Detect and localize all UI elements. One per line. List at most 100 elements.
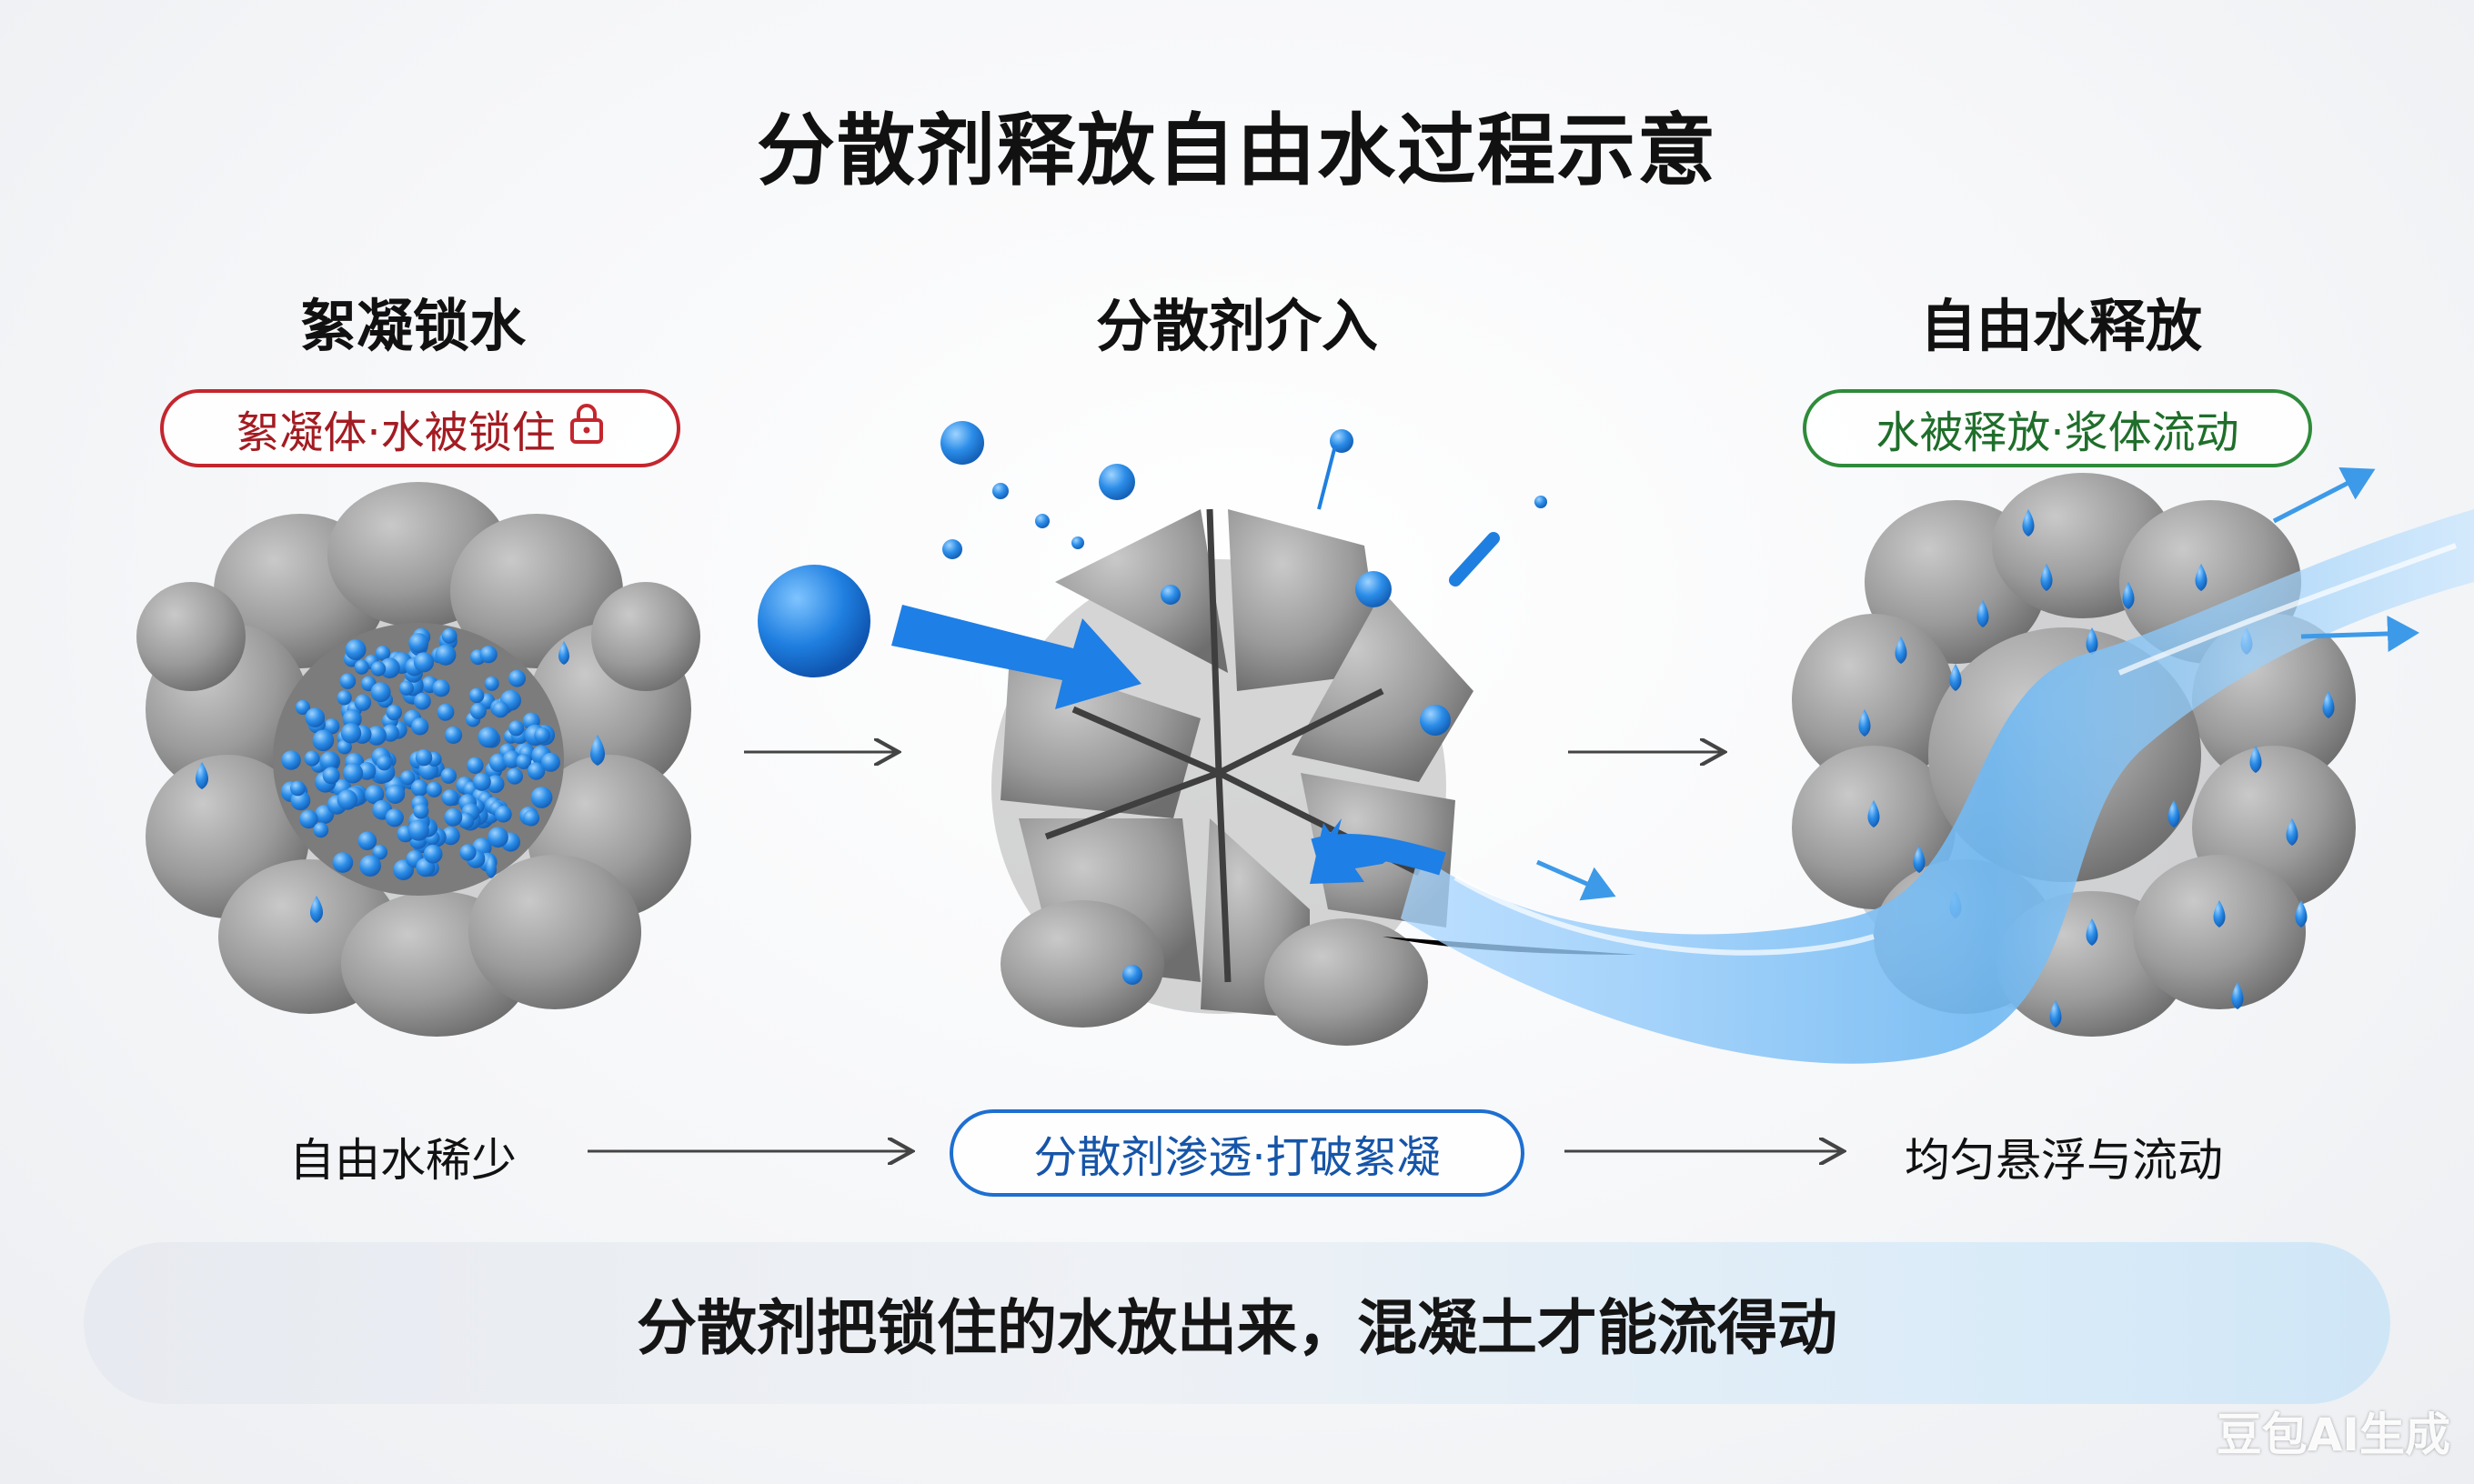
water-bead — [435, 644, 457, 666]
water-bead — [534, 727, 551, 744]
stage-2-heading: 分散剂介入 — [1095, 293, 1378, 359]
water-bead — [472, 772, 491, 791]
floc-cluster — [136, 482, 700, 1037]
water-bead — [495, 806, 512, 823]
water-bead — [423, 844, 443, 864]
water-bead — [385, 784, 406, 804]
water-bead — [304, 750, 320, 767]
water-bead — [484, 676, 499, 691]
water-bead — [386, 704, 403, 721]
water-bead — [508, 720, 525, 737]
water-bead — [324, 718, 340, 735]
water-bead — [469, 703, 487, 719]
page-title: 分散剂释放自由水过程示意 — [757, 105, 1717, 196]
dispersant-label: 分散剂渗透·打破絮凝 — [1033, 1132, 1441, 1183]
water-drop — [1858, 709, 1871, 737]
water-bead — [408, 633, 429, 654]
water-bead — [440, 767, 457, 784]
watermark: 豆包AI生成 — [2216, 1409, 2450, 1461]
water-bead — [441, 627, 458, 644]
water-bead — [375, 646, 391, 661]
water-bead — [320, 751, 339, 770]
water-bead — [305, 707, 326, 727]
water-drop — [2286, 818, 2298, 846]
water-bead — [479, 646, 498, 664]
water-bead — [337, 739, 352, 755]
water-bead — [413, 803, 429, 819]
water-bead — [527, 762, 546, 780]
water-drop — [2167, 800, 2180, 827]
water-bead — [486, 775, 505, 794]
water-bead — [444, 807, 463, 827]
dispersant-cluster — [758, 421, 1637, 1046]
water-bead — [365, 785, 385, 805]
summary-banner: 分散剂把锁住的水放出来，混凝土才能流得动 — [84, 1242, 2390, 1404]
water-bead — [437, 703, 455, 721]
water-drop — [1976, 600, 1989, 627]
summary-text: 分散剂把锁住的水放出来，混凝土才能流得动 — [637, 1293, 1837, 1363]
water-bead — [468, 687, 485, 704]
lock-icon — [568, 402, 605, 455]
locked-water-label: 絮凝体·水被锁住 — [236, 407, 556, 458]
water-bead — [322, 767, 340, 785]
water-drop — [2249, 746, 2262, 773]
water-bead — [372, 844, 388, 860]
process-arrows — [588, 752, 1841, 1151]
water-bead — [290, 780, 306, 797]
water-bead — [345, 639, 367, 660]
water-bead — [400, 770, 416, 786]
water-bead — [441, 826, 460, 846]
water-bead — [332, 852, 354, 873]
dispersant-pill: 分散剂渗透·打破絮凝 — [950, 1109, 1524, 1197]
water-bead — [312, 729, 335, 752]
water-bead — [398, 680, 414, 696]
water-bead — [370, 682, 391, 703]
water-bead — [467, 757, 484, 774]
locked-water-pill: 絮凝体·水被锁住 — [160, 389, 680, 467]
water-drop — [2040, 564, 2053, 591]
water-bead — [488, 827, 508, 848]
water-drop — [2295, 900, 2308, 928]
water-bead — [337, 789, 358, 810]
water-bead — [459, 844, 477, 861]
water-drop — [2022, 509, 2035, 536]
water-bead — [478, 727, 499, 748]
water-bead — [379, 657, 400, 678]
water-bead — [343, 763, 364, 784]
flow-arrows — [1535, 466, 2419, 901]
water-bead — [441, 788, 459, 807]
water-drop — [2086, 627, 2098, 655]
water-bead — [411, 717, 429, 736]
water-bead — [376, 755, 392, 771]
water-bead — [506, 767, 524, 785]
stage-1-caption: 自由水稀少 — [289, 1134, 517, 1187]
water-bead — [410, 779, 428, 797]
water-bead — [337, 690, 352, 706]
water-drop — [2122, 582, 2135, 609]
water-bead — [492, 701, 509, 718]
stage-3-caption: 均匀悬浮与流动 — [1905, 1134, 2223, 1187]
water-bead — [367, 726, 387, 746]
water-bead — [540, 752, 560, 772]
water-drop — [2322, 691, 2335, 718]
water-bead — [426, 781, 442, 797]
water-bead — [530, 787, 553, 808]
water-bead — [385, 808, 404, 827]
released-water-pill: 水被释放·浆体流动 — [1803, 389, 2312, 467]
water-bead — [313, 822, 329, 838]
water-bead — [299, 809, 318, 829]
water-drop — [1913, 846, 1926, 873]
water-drop — [2195, 564, 2207, 591]
water-bead — [444, 726, 463, 745]
water-drop — [2049, 1000, 2062, 1028]
water-bead — [523, 809, 540, 827]
water-drop — [1895, 637, 1907, 664]
water-bead — [339, 673, 357, 689]
water-bead — [516, 754, 532, 769]
water-bead — [340, 723, 362, 744]
water-bead — [354, 694, 372, 711]
water-drop — [2213, 900, 2226, 928]
water-bead — [354, 659, 369, 675]
water-bead — [359, 855, 381, 877]
